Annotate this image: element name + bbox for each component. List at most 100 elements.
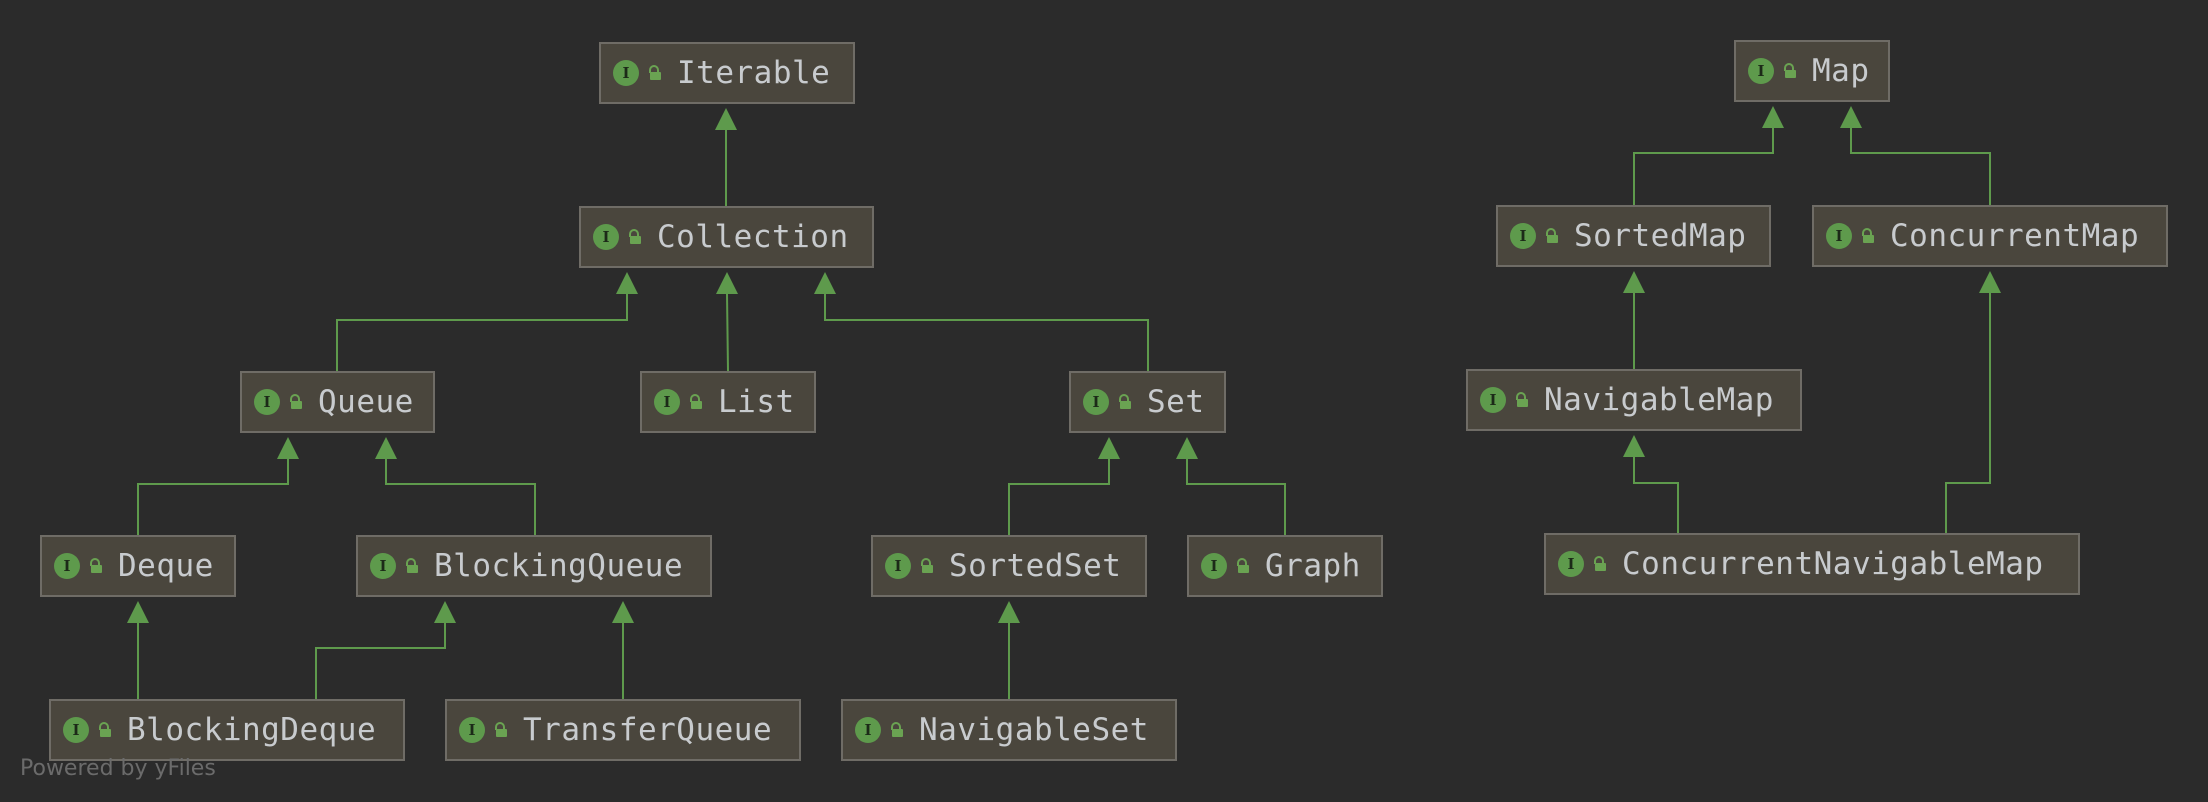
node-queue[interactable]: I Queue: [240, 371, 435, 433]
unlocked-icon: [97, 721, 111, 739]
arrowhead: [616, 272, 638, 294]
node-label: SortedMap: [1574, 218, 1747, 254]
powered-by-credit: Powered by yFiles: [20, 756, 216, 781]
interface-icon: I: [654, 389, 680, 415]
interface-icon: I: [613, 60, 639, 86]
node-collection[interactable]: I Collection: [579, 206, 874, 268]
node-label: SortedSet: [949, 548, 1122, 584]
edge-navigablemap-to-sortedmap: [1623, 271, 1645, 369]
arrowhead: [1098, 437, 1120, 459]
node-label: BlockingQueue: [434, 548, 684, 584]
arrowhead: [1623, 271, 1645, 293]
edge-blockingdeque-to-blockingqueue: [315, 601, 456, 699]
arrowhead: [814, 272, 836, 294]
edge-line: [336, 294, 628, 371]
node-blockingdeque[interactable]: I BlockingDeque: [49, 699, 405, 761]
edge-list-to-collection: [716, 272, 738, 372]
unlocked-icon: [288, 393, 302, 411]
edge-concurrentnavigablemap-to-navigablemap: [1623, 435, 1679, 533]
edge-line: [1945, 293, 1991, 533]
unlocked-icon: [1782, 62, 1796, 80]
unlocked-icon: [919, 557, 933, 575]
node-label: Collection: [657, 219, 849, 255]
arrowhead: [277, 437, 299, 459]
node-label: ConcurrentNavigableMap: [1622, 546, 2044, 582]
unlocked-icon: [1860, 227, 1874, 245]
arrowhead: [1979, 271, 2001, 293]
edge-line: [315, 623, 446, 699]
arrowhead: [1623, 435, 1645, 457]
edge-set-to-collection: [814, 272, 1149, 371]
unlocked-icon: [1592, 555, 1606, 573]
edge-line: [137, 459, 289, 535]
node-map[interactable]: I Map: [1734, 40, 1890, 102]
node-label: Set: [1147, 384, 1205, 420]
edge-line: [385, 459, 536, 535]
edge-queue-to-collection: [336, 272, 638, 371]
node-navigableset[interactable]: I NavigableSet: [841, 699, 1177, 761]
arrowhead: [127, 601, 149, 623]
unlocked-icon: [1117, 393, 1131, 411]
arrowhead: [1762, 106, 1784, 128]
unlocked-icon: [889, 721, 903, 739]
node-concurrentnavigablemap[interactable]: I ConcurrentNavigableMap: [1544, 533, 2080, 595]
arrowhead: [612, 601, 634, 623]
interface-icon: I: [1748, 58, 1774, 84]
interface-icon: I: [593, 224, 619, 250]
interface-icon: I: [1558, 551, 1584, 577]
edge-sortedmap-to-map: [1633, 106, 1784, 205]
node-set[interactable]: I Set: [1069, 371, 1226, 433]
arrowhead: [434, 601, 456, 623]
node-list[interactable]: I List: [640, 371, 816, 433]
interface-icon: I: [254, 389, 280, 415]
unlocked-icon: [1235, 557, 1249, 575]
unlocked-icon: [627, 228, 641, 246]
unlocked-icon: [404, 557, 418, 575]
edge-blockingdeque-to-deque: [127, 601, 149, 699]
edge-concurrentmap-to-map: [1840, 106, 1991, 205]
edge-line: [1633, 457, 1679, 533]
edge-graph-to-set: [1176, 437, 1286, 535]
interface-icon: I: [459, 717, 485, 743]
node-label: Iterable: [677, 55, 831, 91]
interface-icon: I: [370, 553, 396, 579]
node-sortedmap[interactable]: I SortedMap: [1496, 205, 1771, 267]
node-graph[interactable]: I Graph: [1187, 535, 1383, 597]
node-navigablemap[interactable]: I NavigableMap: [1466, 369, 1802, 431]
unlocked-icon: [647, 64, 661, 82]
edge-deque-to-queue: [137, 437, 299, 535]
node-iterable[interactable]: I Iterable: [599, 42, 855, 104]
node-sortedset[interactable]: I SortedSet: [871, 535, 1147, 597]
edge-line: [1186, 459, 1286, 535]
node-label: TransferQueue: [523, 712, 773, 748]
interface-icon: I: [54, 553, 80, 579]
arrowhead: [715, 108, 737, 130]
unlocked-icon: [88, 557, 102, 575]
node-transferqueue[interactable]: I TransferQueue: [445, 699, 801, 761]
interface-icon: I: [1826, 223, 1852, 249]
arrowhead: [998, 601, 1020, 623]
edge-blockingqueue-to-queue: [375, 437, 536, 535]
node-label: Graph: [1265, 548, 1361, 584]
arrowhead: [1840, 106, 1862, 128]
node-concurrentmap[interactable]: I ConcurrentMap: [1812, 205, 2168, 267]
edge-transferqueue-to-blockingqueue: [612, 601, 634, 699]
node-deque[interactable]: I Deque: [40, 535, 236, 597]
node-blockingqueue[interactable]: I BlockingQueue: [356, 535, 712, 597]
node-label: NavigableMap: [1544, 382, 1774, 418]
edge-line: [1850, 128, 1991, 205]
arrowhead: [375, 437, 397, 459]
unlocked-icon: [688, 393, 702, 411]
unlocked-icon: [1544, 227, 1558, 245]
unlocked-icon: [1514, 391, 1528, 409]
node-label: Map: [1812, 53, 1870, 89]
edge-line: [1633, 128, 1774, 205]
node-label: BlockingDeque: [127, 712, 377, 748]
interface-icon: I: [63, 717, 89, 743]
edge-collection-to-iterable: [715, 108, 737, 206]
interface-icon: I: [855, 717, 881, 743]
arrowhead: [716, 272, 738, 294]
interface-icon: I: [1201, 553, 1227, 579]
